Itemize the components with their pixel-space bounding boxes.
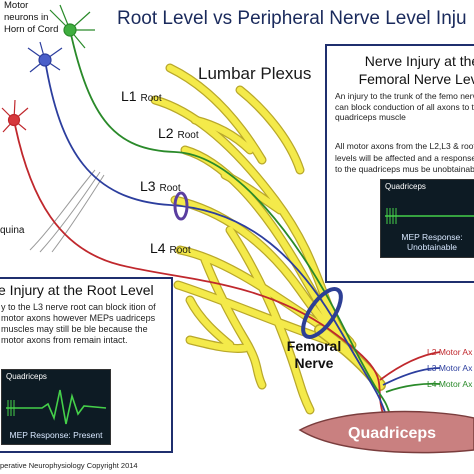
- motor-neurons-label: Motor neurons in Horn of Cord: [4, 0, 59, 35]
- root-injury-panel: e Injury at the Root Level y to the L3 n…: [0, 277, 173, 453]
- femoral-nerve-label: Femoral Nerve: [286, 338, 342, 371]
- femoral-mep-monitor: Quadriceps MEP Response: Unobtainable: [380, 179, 474, 258]
- legend-l2: L2 Motor Ax: [427, 347, 473, 357]
- flat-trace: [385, 208, 474, 224]
- femoral-injury-panel: Nerve Injury at the Femoral Nerve Leve A…: [325, 44, 474, 283]
- femoral-lesion-ring: [301, 287, 343, 339]
- l2-motor-axon: [13, 119, 386, 421]
- motor-axons: [13, 29, 441, 421]
- femoral-injury-text-1: An injury to the trunk of the femo nerve…: [335, 91, 474, 122]
- neuron-l4: [49, 4, 95, 49]
- quadriceps-label: Quadriceps: [348, 425, 437, 442]
- femoral-monitor-title: Quadriceps: [385, 182, 426, 191]
- quadriceps-muscle: [298, 410, 474, 454]
- root-lesion-ring: [173, 191, 189, 221]
- neuron-l2: [1, 99, 29, 133]
- root-label-l4: L4 Root: [150, 240, 191, 256]
- l4-motor-axon: [69, 29, 393, 421]
- root-monitor-title: Quadriceps: [6, 372, 47, 381]
- femoral-monitor-response: MEP Response: Unobtainable: [401, 232, 463, 252]
- l3-motor-axon: [44, 59, 389, 421]
- femoral-injury-text-2: All motor axons from the L2,L3 & root le…: [335, 141, 474, 174]
- diagram-title: Root Level vs Peripheral Nerve Level Inj…: [117, 8, 467, 29]
- root-injury-text: y to the L3 nerve root can block ition o…: [1, 302, 156, 345]
- copyright-text: perative Neurophysiology Copyright 2014: [0, 461, 138, 470]
- cauda-equina-lines: [29, 169, 105, 253]
- root-injury-title: e Injury at the Root Level: [0, 282, 154, 298]
- neuron-l3: [27, 41, 63, 73]
- root-mep-monitor: Quadriceps MEP Response: Present: [1, 369, 111, 445]
- lumbar-plexus-label: Lumbar Plexus: [198, 64, 312, 83]
- legend-l4: L4 Motor Ax: [427, 379, 473, 389]
- root-label-l1: L1 Root: [121, 88, 162, 104]
- root-monitor-response: MEP Response: Present: [9, 430, 103, 440]
- legend-l3: L3 Motor Ax: [427, 363, 473, 373]
- root-label-l3: L3 Root: [140, 178, 181, 194]
- mep-waveform: [6, 389, 107, 425]
- cauda-equina-label: quina: [0, 225, 25, 236]
- femoral-injury-title: Nerve Injury at the Femoral Nerve Leve: [358, 53, 474, 87]
- root-label-l2: L2 Root: [158, 125, 199, 141]
